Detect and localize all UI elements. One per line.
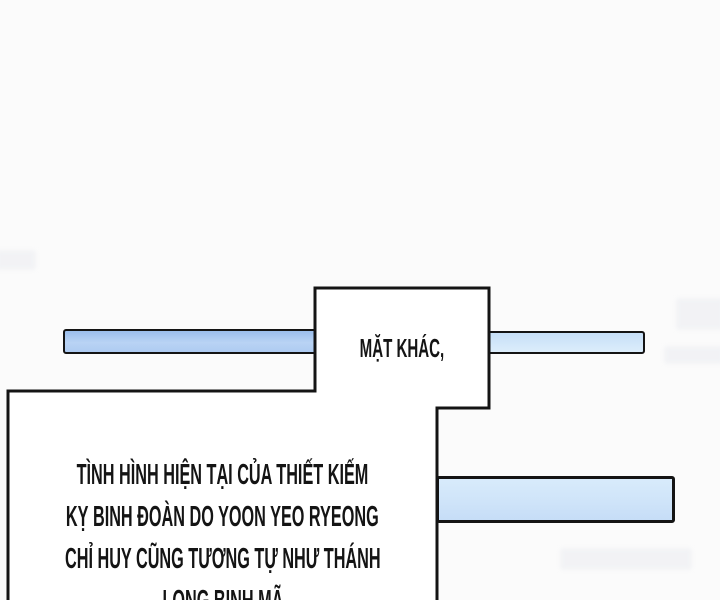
narration-line: LONG BINH MÃ <box>8 580 437 600</box>
narration-line-text: LONG BINH MÃ <box>162 585 283 600</box>
background-smudge <box>0 250 36 270</box>
background-smudge <box>560 548 692 570</box>
background-smudge <box>676 298 720 330</box>
narration-line-text: TÌNH HÌNH HIỆN TẠI CỦA THIẾT KIẾM <box>76 458 369 491</box>
blue-bar-top-left <box>63 329 324 354</box>
background-smudge <box>664 346 720 364</box>
narration-line-text: KỴ BINH ĐOÀN DO YOON YEO RYEONG <box>66 500 379 533</box>
narration-line: CHỈ HUY CŨNG TƯƠNG TỰ NHƯ THÁNH <box>8 538 437 580</box>
caption-text: MẶT KHÁC, <box>359 332 445 363</box>
blue-bar-bottom-right <box>436 476 675 523</box>
panel-outline-path <box>6 286 491 600</box>
narration-line: TÌNH HÌNH HIỆN TẠI CỦA THIẾT KIẾM <box>8 454 437 496</box>
panel-fill-path <box>8 288 489 600</box>
narration-line-text: CHỈ HUY CŨNG TƯƠNG TỰ NHƯ THÁNH <box>64 542 381 575</box>
narration-line: KỴ BINH ĐOÀN DO YOON YEO RYEONG <box>8 496 437 538</box>
narration-box: TÌNH HÌNH HIỆN TẠI CỦA THIẾT KIẾM KỴ BIN… <box>8 454 437 600</box>
caption-box: MẶT KHÁC, <box>315 288 489 408</box>
